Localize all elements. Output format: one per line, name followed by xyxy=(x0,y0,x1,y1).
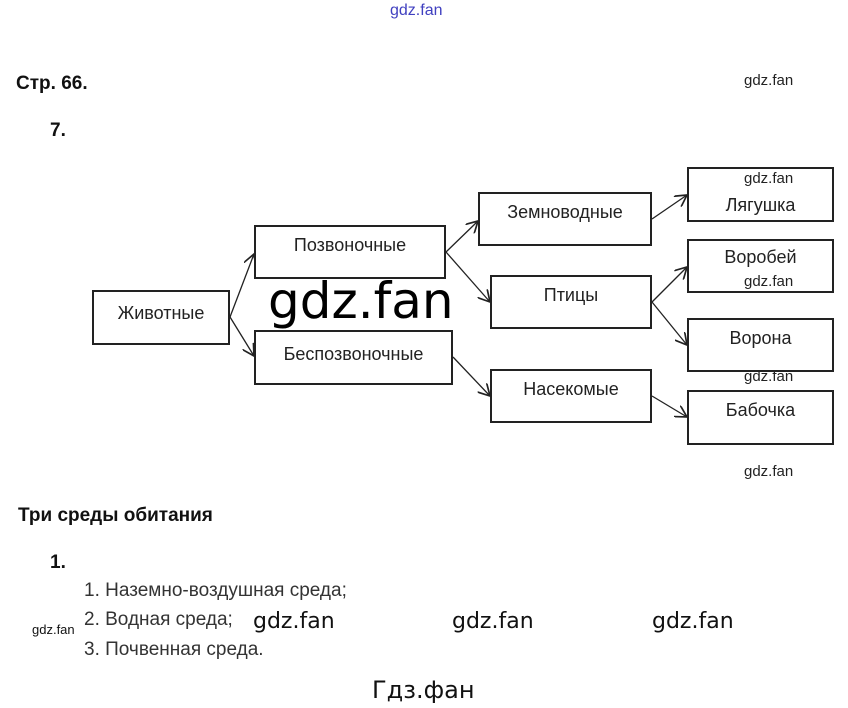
list-item: 3. Почвенная среда. xyxy=(84,639,264,660)
box-sparrow: Воробей xyxy=(687,239,834,293)
box-frog: Лягушка xyxy=(687,167,834,222)
box-amphibians: Земноводные xyxy=(478,192,652,246)
watermark: gdz.fan xyxy=(744,273,794,290)
list-item: 1. Наземно-воздушная среда; xyxy=(84,580,347,601)
arrow xyxy=(651,395,687,417)
watermark: gdz.fan xyxy=(32,622,75,637)
box-butterfly: Бабочка xyxy=(687,390,834,445)
watermark-large: gdz.fan xyxy=(268,272,454,330)
arrow xyxy=(229,316,254,356)
arrow xyxy=(229,254,254,318)
watermark: gdz.fan xyxy=(452,609,534,634)
arrow xyxy=(651,195,687,220)
box-animals: Животные xyxy=(92,290,230,345)
box-insects: Насекомые xyxy=(490,369,652,423)
watermark: gdz.fan xyxy=(652,609,734,634)
watermark-bottom: Гдз.фан xyxy=(372,676,475,704)
section-title: Три среды обитания xyxy=(18,505,213,526)
arrow xyxy=(651,301,687,345)
box-birds: Птицы xyxy=(490,275,652,329)
arrow xyxy=(445,251,490,302)
box-vertebrates: Позвоночные xyxy=(254,225,446,279)
watermark: gdz.fan xyxy=(744,72,794,89)
watermark: gdz.fan xyxy=(744,368,794,385)
section-task-number: 1. xyxy=(50,552,66,573)
page-heading: Стр. 66. xyxy=(16,73,88,94)
watermark-top: gdz.fan xyxy=(390,2,443,19)
arrow xyxy=(651,267,687,303)
box-crow: Ворона xyxy=(687,318,834,372)
list-item: 2. Водная среда; xyxy=(84,609,233,630)
watermark: gdz.fan xyxy=(253,609,335,634)
arrow xyxy=(445,221,478,253)
box-invertebrates: Беспозвоночные xyxy=(254,330,453,385)
arrow xyxy=(452,356,490,396)
watermark: gdz.fan xyxy=(744,170,794,187)
watermark: gdz.fan xyxy=(744,463,794,480)
task-number: 7. xyxy=(50,120,66,141)
